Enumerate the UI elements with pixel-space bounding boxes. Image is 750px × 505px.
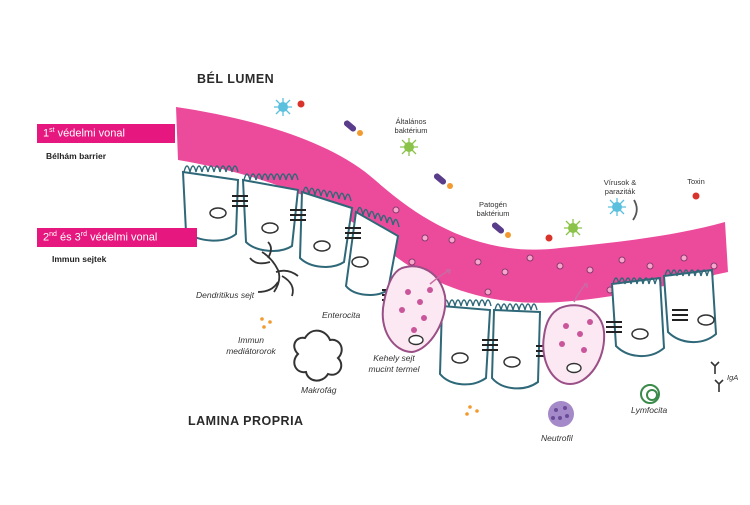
pathogen-bacteria-icon — [343, 120, 363, 136]
macrophage — [293, 329, 343, 382]
pathogen-bacteria-label: Patogén baktérium — [476, 200, 510, 218]
enterocyte-cell — [438, 304, 492, 386]
immune-mediators-label: Immun mediátororok — [226, 335, 276, 356]
virus-icon — [274, 98, 292, 116]
enterocyte-cell — [662, 268, 718, 343]
cell-nuclei — [209, 207, 715, 368]
toxin-icon — [692, 192, 700, 200]
microvilli — [183, 165, 714, 311]
goblet-cells — [381, 265, 606, 386]
first-defense-line-sub: Bélhám barrier — [46, 151, 106, 161]
toxin-icon — [297, 100, 305, 108]
dendritic-cell-label: Dendritikus sejt — [196, 290, 255, 300]
goblet-cell-label: Kehely sejt mucint termel — [368, 353, 420, 374]
enterocyte-label: Enterocita — [322, 310, 361, 320]
lymphocyte-label: Lymfocita — [631, 405, 668, 415]
mucus-layer — [176, 107, 728, 303]
goblet-cell — [542, 304, 606, 386]
dendritic-cell — [249, 241, 299, 297]
iga-antibody-icon — [710, 361, 724, 392]
macrophage-label: Makrofág — [301, 385, 337, 395]
pathogen-bacteria-icon — [491, 222, 511, 238]
toxin-icon — [545, 234, 553, 242]
viruses-parasites-label: Vírusok & paraziták — [603, 178, 637, 196]
toxin-label: Toxin — [687, 177, 705, 186]
immune-mediators-icon — [260, 317, 479, 416]
iga-label: IgA — [727, 373, 739, 382]
neutrophil-label: Neutrofil — [541, 433, 573, 443]
enterocyte-cell — [490, 308, 542, 390]
enterocyte-cell — [298, 190, 354, 268]
general-bacteria-icon — [564, 219, 582, 237]
mucin-particles — [392, 206, 718, 296]
enterocyte-cells — [181, 170, 718, 390]
parasite-icon — [632, 199, 638, 221]
lymphocyte — [640, 384, 660, 404]
first-defense-line-tag: 1st védelmi vonal — [37, 124, 175, 143]
lumen-region-label: BÉL LUMEN — [197, 72, 275, 86]
enterocyte-cell — [241, 178, 300, 252]
neutrophil — [548, 401, 574, 427]
pathogen-bacteria-icon — [433, 173, 453, 189]
general-bacteria-icon — [400, 138, 418, 156]
general-bacteria-label: Általános baktérium — [394, 117, 428, 135]
second-third-defense-line-sub: Immun sejtek — [52, 254, 107, 264]
enterocyte-cell — [610, 276, 666, 357]
lamina-propria-label: LAMINA PROPRIA — [188, 414, 304, 428]
virus-icon — [608, 198, 626, 216]
second-third-defense-line-tag: 2nd és 3rd védelmi vonal — [37, 228, 197, 247]
